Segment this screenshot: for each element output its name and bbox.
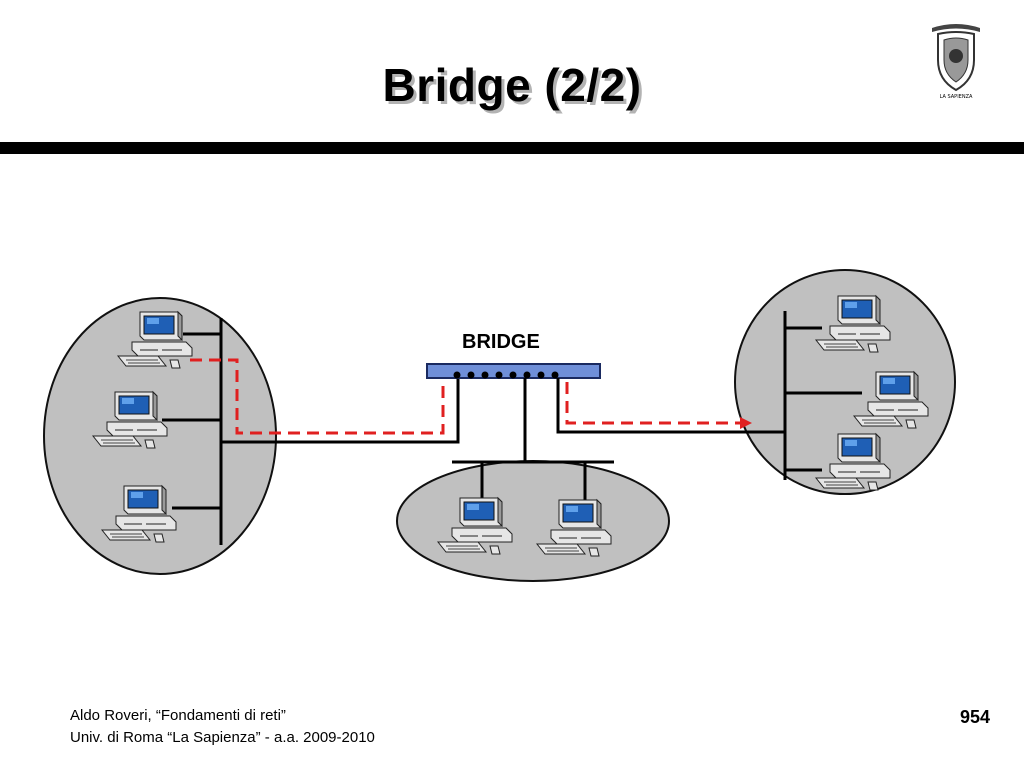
- bridge-label: BRIDGE: [462, 331, 540, 353]
- frame-path: [190, 358, 445, 435]
- header-rule: [0, 142, 1024, 154]
- network-diagram: [43, 269, 956, 582]
- footer-author: Aldo Roveri, “Fondamenti di reti”: [70, 707, 286, 724]
- lan-bottom: [396, 460, 670, 582]
- page-number: 954: [959, 707, 990, 727]
- bridge-port-dots: [453, 371, 559, 379]
- page-title: Bridge (2/2): [382, 59, 642, 111]
- lan-right: [734, 269, 956, 495]
- arrow-head: [740, 417, 752, 429]
- frame-path-forward: [565, 382, 740, 425]
- footer-institution: Univ. di Roma “La Sapienza” - a.a. 2009-…: [70, 729, 375, 746]
- university-logo: LA SAPIENZA: [932, 24, 980, 100]
- logo-text: LA SAPIENZA: [940, 94, 973, 100]
